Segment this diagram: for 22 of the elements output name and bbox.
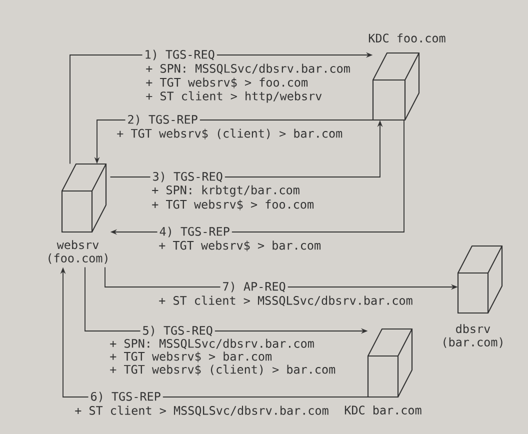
message-field: + ST client > http/websrv [146,91,322,103]
edge-label: 6) TGS-REP [88,390,163,404]
server-label: KDC foo.com [368,33,446,43]
edge-label: 5) TGS-REQ [140,324,215,338]
message-field: + ST client > MSSQLSvc/dbsrv.bar.com [159,296,412,306]
server-label: websrv (foo.com) [48,240,108,264]
edge-label: 3) TGS-REQ [150,170,225,184]
message-field: + SPN: krbtgt/bar.com [152,185,300,197]
server-label: dbsrv (bar.com) [444,324,502,348]
message-field: + ST client > MSSQLSvc/dbsrv.bar.com [75,406,328,416]
edge-label: 1) TGS-REQ [142,48,217,62]
message-field: + TGT websrv$ > foo.com [152,200,314,210]
message-field: + TGT websrv$ > bar.com [110,352,272,362]
message-field: + TGT websrv$ > foo.com [146,78,308,88]
message-field: + SPN: MSSQLSvc/dbsrv.bar.com [110,338,314,350]
server-label: KDC bar.com [344,405,422,415]
edge-label: 7) AP-REQ [220,280,288,294]
edge-label: 2) TGS-REP [125,112,200,128]
message-field: + SPN: MSSQLSvc/dbsrv.bar.com [146,64,350,74]
edge-label: 4) TGS-REP [157,224,232,240]
message-field: + TGT websrv$ > bar.com [159,240,320,252]
message-field: + TGT websrv$ (client) > bar.com [117,128,342,140]
